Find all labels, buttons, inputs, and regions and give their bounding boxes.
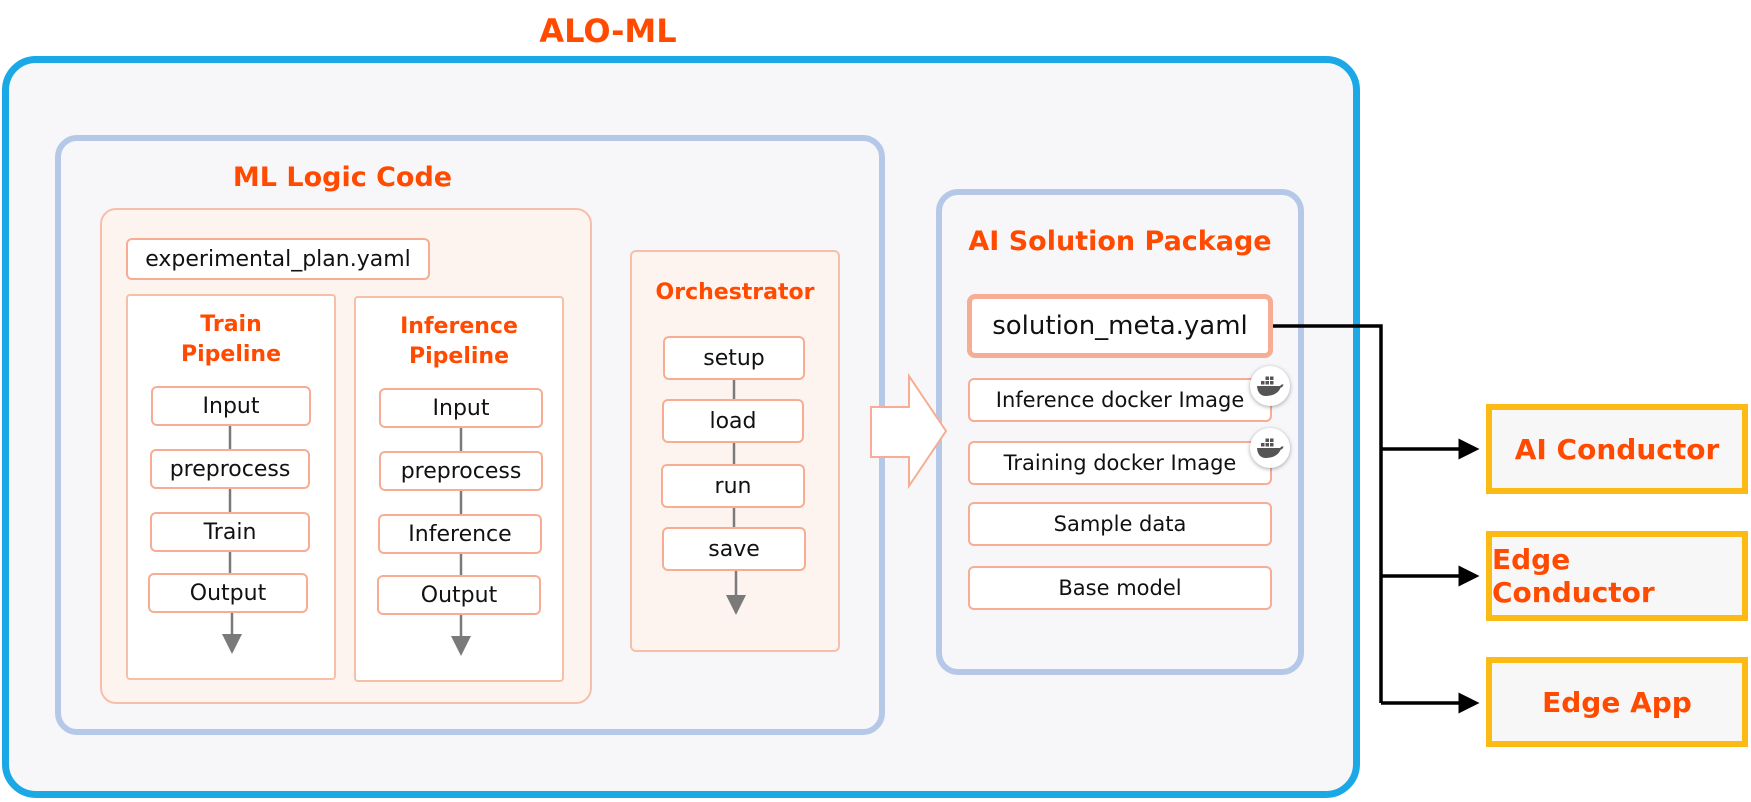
package-item-training-image: Training docker Image bbox=[968, 441, 1272, 485]
orchestrator-step-setup: setup bbox=[663, 336, 805, 380]
inference-step-output: Output bbox=[377, 575, 541, 615]
train-step-train: Train bbox=[150, 512, 310, 552]
train-step-output: Output bbox=[148, 573, 308, 613]
orchestrator-connectors bbox=[726, 380, 746, 615]
train-pipeline-connectors bbox=[222, 426, 242, 654]
package-item-sample-data: Sample data bbox=[968, 502, 1272, 546]
package-item-base-model: Base model bbox=[968, 566, 1272, 610]
target-edge-app: Edge App bbox=[1486, 657, 1748, 747]
experimental-plan-file: experimental_plan.yaml bbox=[126, 238, 430, 280]
big-right-arrow-icon bbox=[870, 372, 948, 490]
docker-whale-icon bbox=[1250, 366, 1290, 406]
train-step-preprocess: preprocess bbox=[150, 449, 310, 489]
inference-step-preprocess: preprocess bbox=[379, 451, 543, 491]
inference-step-input: Input bbox=[379, 388, 543, 428]
ml-logic-title: ML Logic Code bbox=[232, 162, 453, 193]
train-pipeline-title-line1: Train bbox=[200, 312, 262, 337]
orchestrator-title: Orchestrator bbox=[655, 280, 815, 305]
inference-pipeline-title-line1: Inference bbox=[400, 314, 518, 339]
train-step-input: Input bbox=[151, 386, 311, 426]
inference-step-inference: Inference bbox=[378, 514, 542, 554]
deployment-connectors bbox=[1273, 324, 1480, 714]
target-ai-conductor: AI Conductor bbox=[1486, 404, 1748, 494]
train-pipeline-title-line2: Pipeline bbox=[181, 342, 281, 367]
orchestrator-step-save: save bbox=[662, 527, 806, 571]
orchestrator-step-load: load bbox=[662, 399, 804, 443]
solution-meta-file: solution_meta.yaml bbox=[967, 294, 1273, 358]
solution-package-title: AI Solution Package bbox=[968, 226, 1272, 257]
orchestrator-step-run: run bbox=[661, 464, 805, 508]
diagram-title: ALO-ML bbox=[539, 12, 677, 50]
docker-whale-icon bbox=[1250, 428, 1290, 468]
package-item-inference-image: Inference docker Image bbox=[968, 378, 1272, 422]
inference-pipeline-title-line2: Pipeline bbox=[409, 344, 509, 369]
target-edge-conductor: Edge Conductor bbox=[1486, 531, 1748, 621]
